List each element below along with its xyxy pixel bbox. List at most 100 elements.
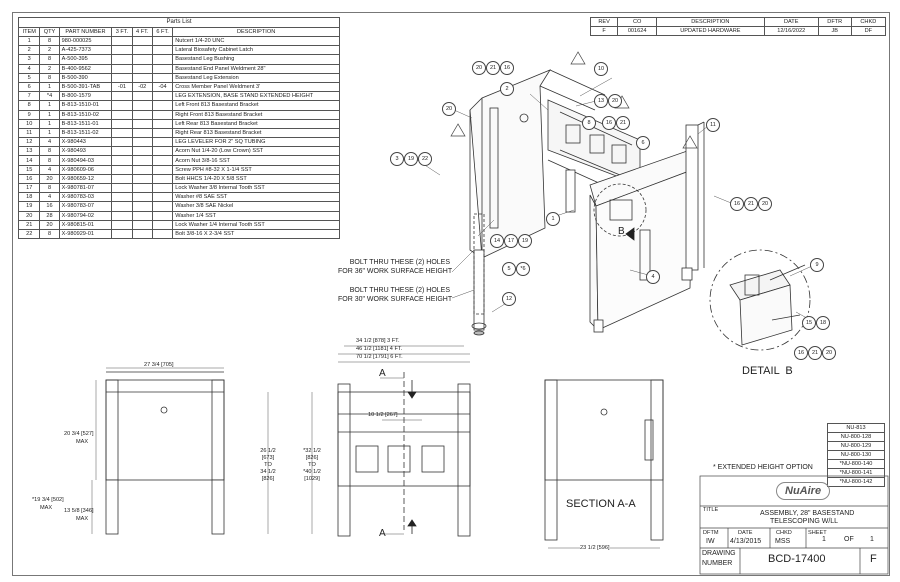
iso-right-end-panel [589, 149, 693, 331]
parts-cell: 8 [39, 228, 60, 240]
parts-cell: 8 [39, 146, 60, 157]
item-balloon: 20 [758, 197, 772, 211]
item-balloon: 21 [808, 346, 822, 360]
dim-max-2: MAX [40, 505, 53, 511]
elevation-view [337, 372, 471, 537]
sheet-label: SHEET [808, 530, 827, 536]
dim-h-32: *32 1/2 [303, 448, 321, 454]
item-balloon: 20 [472, 61, 486, 75]
parts-cell: Right Rear 813 Basestand Bracket [172, 127, 340, 139]
parts-cell: 17 [17, 182, 41, 194]
parts-cell [151, 228, 174, 240]
item-balloon: 22 [418, 152, 432, 166]
drawing-label-1: DRAWING [702, 550, 736, 557]
revision-cell: 12/16/2022 [763, 26, 819, 36]
item-balloon: 20 [608, 94, 622, 108]
note-bolt-36: BOLT THRU THESE (2) HOLES FOR 36" WORK S… [338, 258, 453, 276]
item-balloon: 18 [816, 316, 830, 330]
parts-list-title: Parts List [18, 17, 340, 27]
parts-cell: 8 [39, 155, 60, 166]
parts-cell: Lock Washer 3/8 Internal Tooth SST [172, 182, 340, 194]
parts-cell: 14 [17, 155, 41, 166]
rev-triangles [450, 51, 698, 149]
item-balloon: 3 [390, 152, 404, 166]
note-bolt-30-line1: BOLT THRU THESE (2) HOLES [349, 287, 450, 294]
parts-cell [151, 210, 174, 221]
dimension-lines [91, 345, 660, 549]
item-balloon: 5 [502, 262, 516, 276]
parts-cell [151, 127, 174, 139]
parts-cell [151, 137, 174, 148]
parts-cell [151, 164, 174, 175]
option-cell: *NU-800-140 [827, 459, 885, 469]
dim-h-20: 20 3/4 [527] [64, 431, 94, 437]
parts-cell: Nutcert 1/4-20 UNC [172, 35, 340, 47]
date-label: DATE [738, 530, 753, 536]
detail-b-label: DETAIL B [742, 365, 793, 377]
dim-w-6ft: 70 1/2 [1791] 6 FT. [356, 354, 403, 360]
option-cell: NU-813 [827, 423, 885, 433]
parts-cell: Washer 1/4 SST [172, 210, 340, 221]
parts-cell [151, 146, 174, 157]
item-balloon: 11 [706, 118, 720, 132]
drawing-number: BCD-17400 [768, 553, 826, 565]
sheet-of: OF [844, 536, 854, 543]
date-value: 4/13/2015 [730, 538, 762, 545]
item-balloon: 10 [594, 62, 608, 76]
dim-h-34-mm: [826] [261, 476, 275, 482]
chkd-label: CHKD [776, 530, 792, 536]
item-balloon: 21 [486, 61, 500, 75]
item-balloon: 20 [822, 346, 836, 360]
parts-cell [151, 192, 174, 203]
parts-cell: 20 [17, 210, 41, 221]
parts-cell: 28 [39, 210, 60, 221]
parts-cell: Acorn Nut 3/8-16 SST [172, 155, 340, 166]
item-balloon: 20 [442, 102, 456, 116]
section-letter-top: A [379, 368, 386, 379]
parts-cell: 15 [17, 164, 41, 175]
parts-cell: 3 [17, 54, 41, 65]
option-cell: NU-800-128 [827, 432, 885, 442]
sheet-total: 1 [870, 536, 874, 543]
item-balloon: 6 [636, 136, 650, 150]
parts-cell: 4 [39, 164, 60, 175]
extended-height-note: * EXTENDED HEIGHT OPTION [713, 464, 813, 471]
parts-cell: Bolt HHCS 1/4-20 X 5/8 SST [172, 173, 340, 185]
parts-cell: 20 [39, 219, 60, 230]
parts-cell: 4 [39, 137, 60, 148]
parts-cell: 18 [17, 192, 41, 203]
item-balloon: 14 [490, 234, 504, 248]
parts-cell: 11 [17, 127, 41, 139]
note-bolt-36-line2: FOR 36" WORK SURFACE HEIGHT [338, 268, 453, 275]
parts-cell: 19 [17, 201, 41, 212]
dim-w-10: 10 1/2 [267] [368, 412, 398, 418]
dim-h-19: *19 3/4 [502] [32, 497, 64, 503]
parts-cell: 12 [17, 137, 41, 148]
section-aa-label: SECTION A-A [566, 498, 636, 510]
section-arrows [407, 227, 635, 534]
parts-cell [151, 54, 174, 65]
drawing-rev: F [870, 553, 877, 565]
parts-cell: 2 [39, 45, 60, 56]
front-view [105, 371, 225, 535]
item-balloon: 1 [546, 212, 560, 226]
item-balloon: 16 [794, 346, 808, 360]
parts-cell: 16 [39, 201, 60, 212]
note-bolt-30: BOLT THRU THESE (2) HOLES FOR 30" WORK S… [338, 286, 452, 304]
drawing-border [12, 12, 890, 576]
parts-cell: 8 [39, 54, 60, 65]
